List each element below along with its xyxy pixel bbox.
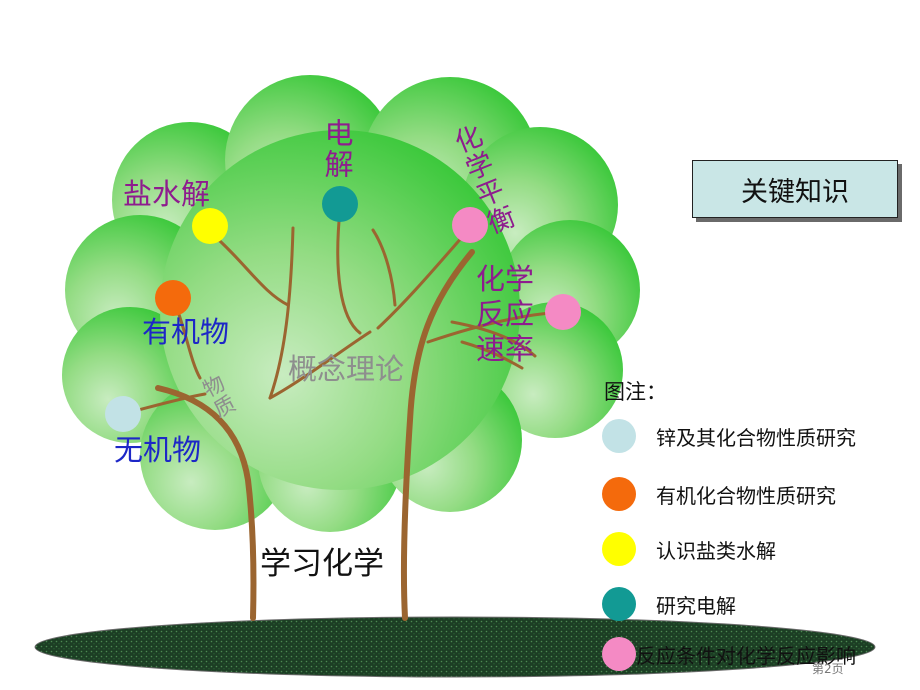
legend-item: 认识盐类水解 [602, 530, 776, 568]
page-number: 第2页 [812, 662, 844, 676]
knowledge-dots [105, 186, 581, 432]
tree-canopy [62, 75, 640, 532]
orange-dot-icon [602, 477, 636, 511]
tree-trunks [155, 249, 475, 621]
legend-label: 认识盐类水解 [656, 538, 776, 563]
legend-label: 研究电解 [656, 593, 736, 618]
ground-grass [34, 616, 876, 678]
legend-item: 反应条件对化学反应影响 [602, 635, 856, 673]
legend-item: 研究电解 [602, 585, 736, 623]
yellow-dot-icon [192, 208, 228, 244]
legend-title: 图注： [604, 380, 667, 404]
label-line-1: 化学 [476, 262, 535, 296]
legend-label: 有机化合物性质研究 [656, 483, 836, 508]
pink-dot-icon [452, 207, 488, 243]
legend-label: 反应条件对化学反应影响 [636, 643, 856, 668]
legend-item: 锌及其化合物性质研究 [602, 417, 856, 455]
key-knowledge-box: 关键知识 [692, 160, 898, 218]
label-hua-xue-fan-ying-su-lv: 化学 反应 速率 [476, 262, 534, 367]
pink-dot-icon [602, 637, 636, 671]
pink-dot-icon-2 [545, 294, 581, 330]
label-line-3: 速率 [476, 332, 535, 366]
key-knowledge-text: 关键知识 [741, 176, 849, 208]
label-wu-ji-wu: 无机物 [114, 433, 202, 467]
label-gai-nian-li-lun: 概念理论 [288, 352, 405, 386]
teal-dot-icon [322, 186, 358, 222]
label-dian-jie: 电解 [320, 118, 354, 180]
light-blue-dot-icon [602, 419, 636, 453]
teal-dot-icon [602, 587, 636, 621]
yellow-dot-icon [602, 532, 636, 566]
legend-item: 有机化合物性质研究 [602, 475, 836, 513]
orange-dot-icon [155, 280, 191, 316]
light-blue-dot-icon [105, 396, 141, 432]
trunk-label: 学习化学 [260, 546, 384, 582]
legend-label: 锌及其化合物性质研究 [656, 425, 856, 450]
label-you-ji-wu: 有机物 [142, 315, 230, 349]
label-line-2: 反应 [476, 297, 535, 331]
label-yan-shui-jie: 盐水解 [123, 177, 211, 211]
